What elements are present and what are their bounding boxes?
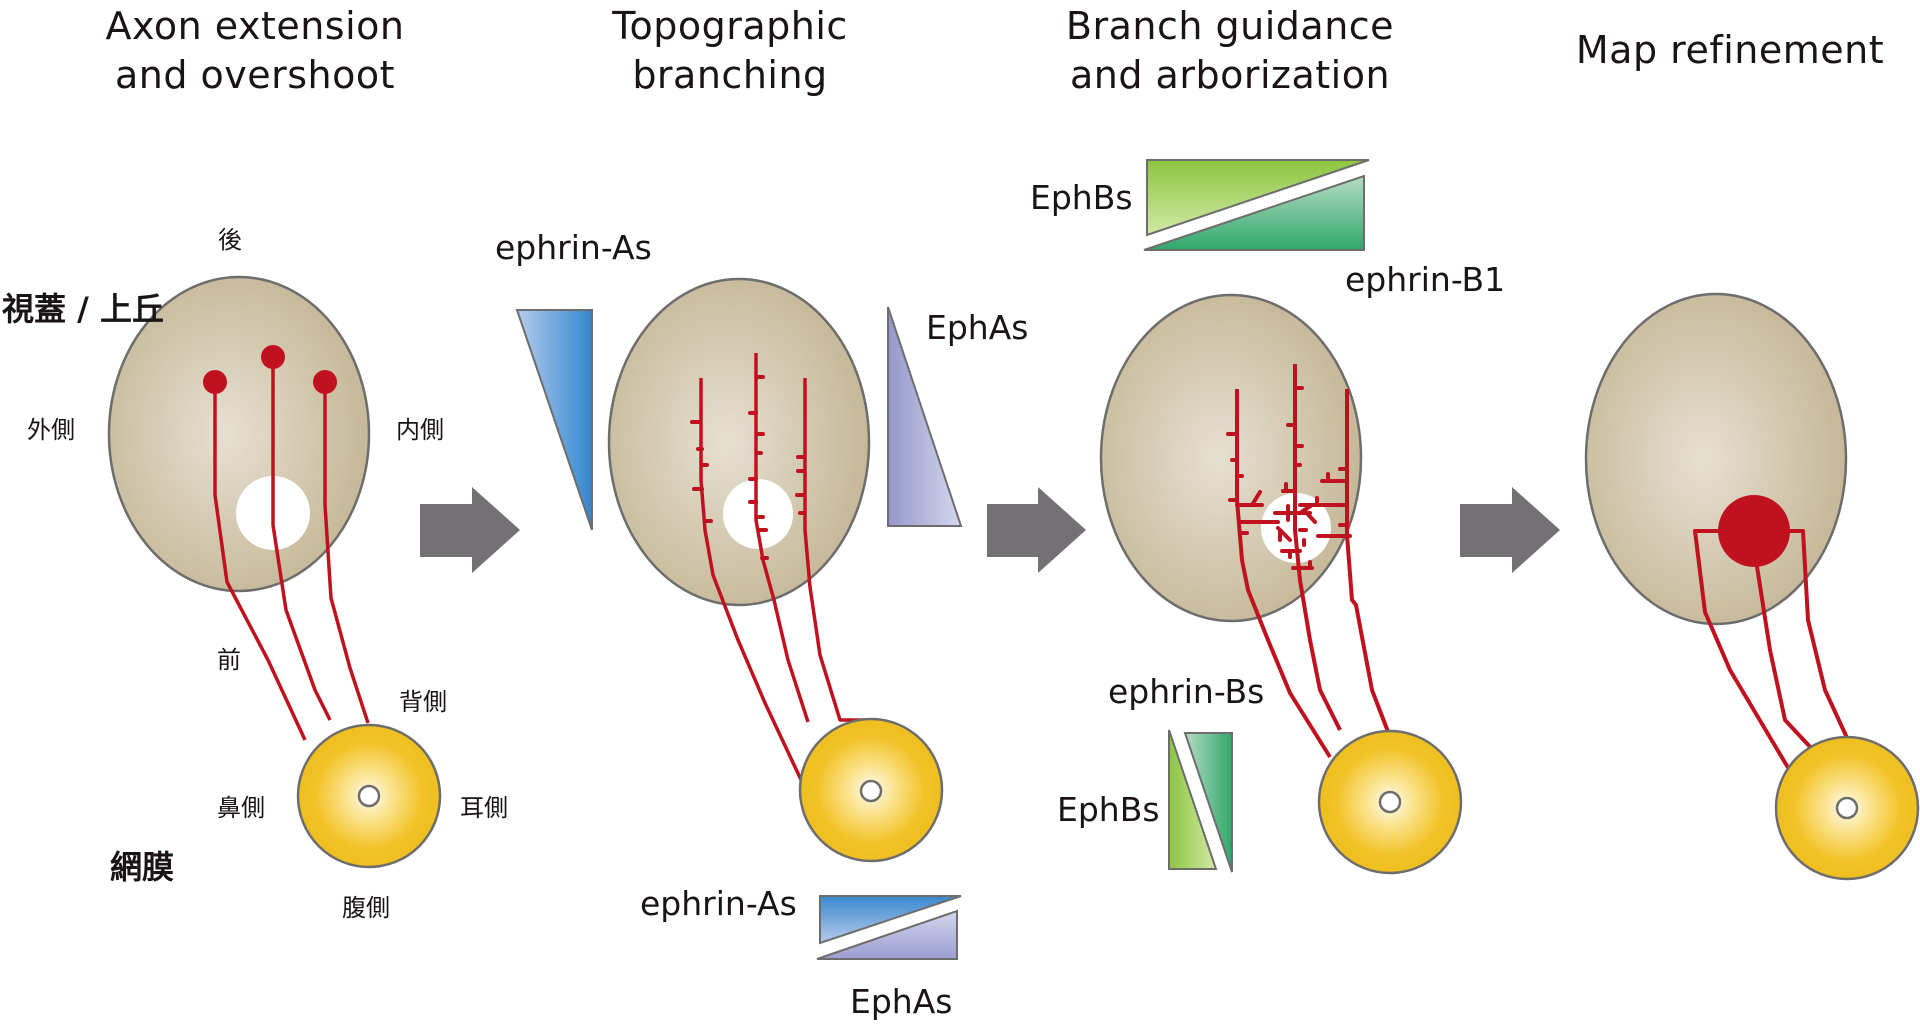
- axon: [754, 353, 810, 723]
- axon: [271, 357, 332, 721]
- gradient-ephrin-as-retina: [819, 895, 962, 945]
- axon: [323, 382, 370, 724]
- label-temporal: 耳側: [460, 794, 508, 822]
- label-lateral: 外側: [27, 416, 75, 444]
- label-ephbs-tectum: EphBs: [1030, 178, 1133, 217]
- panel-axon-extension: [107, 275, 520, 869]
- arbor-branches: [1226, 386, 1352, 570]
- label-dorsal: 背側: [399, 688, 447, 716]
- label-ephas-retina: EphAs: [850, 982, 953, 1021]
- panel-branch-guidance: [1099, 159, 1560, 875]
- label-ephrin-bs-retina: ephrin-Bs: [1108, 672, 1265, 711]
- label-ephbs-retina: EphBs: [1057, 790, 1160, 829]
- panel-topographic-branching: [515, 277, 1086, 960]
- gradient-ephas-retina: [816, 909, 958, 960]
- growth-cone: [203, 370, 227, 394]
- optic-disc: [859, 779, 883, 803]
- axon: [1754, 559, 1815, 752]
- arrow-right-icon: [420, 487, 520, 573]
- tectum-ellipse: [1099, 293, 1363, 623]
- label-ephrin-as-retina: ephrin-As: [640, 884, 797, 923]
- label-ephrin-b1-tectum: ephrin-B1: [1345, 260, 1506, 299]
- target-zone: [723, 479, 793, 549]
- growth-cone: [261, 345, 285, 369]
- label-tectum: 視蓋 / 上丘: [2, 290, 164, 328]
- axon: [1780, 529, 1850, 741]
- panel-title-map-refinement: Map refinement: [1575, 28, 1885, 72]
- gradient-ephrin-as-tectum: [515, 309, 593, 531]
- axon: [1693, 529, 1792, 773]
- panel-title-branch-guidance: Branch guidance and arborization: [1065, 4, 1395, 97]
- label-ephas-tectum: EphAs: [926, 308, 1029, 347]
- optic-disc: [357, 784, 381, 808]
- axons: [213, 357, 370, 741]
- panel-title-topographic-branching: Topographic branching: [612, 4, 848, 97]
- label-retina: 網膜: [110, 848, 175, 886]
- gradient-ephrin-bs-retina: [1183, 732, 1233, 873]
- optic-disc: [1378, 790, 1402, 814]
- label-posterior: 後: [218, 226, 242, 254]
- label-anterior: 前: [217, 646, 241, 674]
- axons: [699, 353, 870, 785]
- branch-stubs: [690, 375, 806, 560]
- axon: [699, 378, 805, 785]
- gradient-ephbs-retina: [1168, 729, 1218, 870]
- axon: [213, 382, 307, 741]
- axon: [1293, 364, 1342, 731]
- termination-zone: [1718, 495, 1790, 567]
- arrow-right-icon: [987, 487, 1086, 573]
- label-medial: 内側: [396, 416, 444, 444]
- gradient-ephrin-b1-tectum: [1143, 174, 1365, 251]
- panel-title-axon-extension: Axon extension and overshoot: [105, 4, 405, 97]
- axon: [803, 378, 870, 722]
- panel-map-refinement: [1584, 292, 1920, 881]
- label-nasal: 鼻側: [217, 794, 265, 822]
- axons: [1693, 529, 1850, 773]
- growth-cone: [313, 370, 337, 394]
- gradient-ephbs-tectum: [1146, 159, 1370, 237]
- arrow-right-icon: [1460, 487, 1560, 573]
- label-ephrin-as-tectum: ephrin-As: [495, 228, 652, 267]
- axon: [1345, 389, 1392, 738]
- tectum-ellipse: [607, 277, 871, 607]
- gradient-ephas-tectum: [887, 306, 963, 527]
- optic-disc: [1835, 796, 1859, 820]
- label-ventral: 腹側: [342, 894, 390, 922]
